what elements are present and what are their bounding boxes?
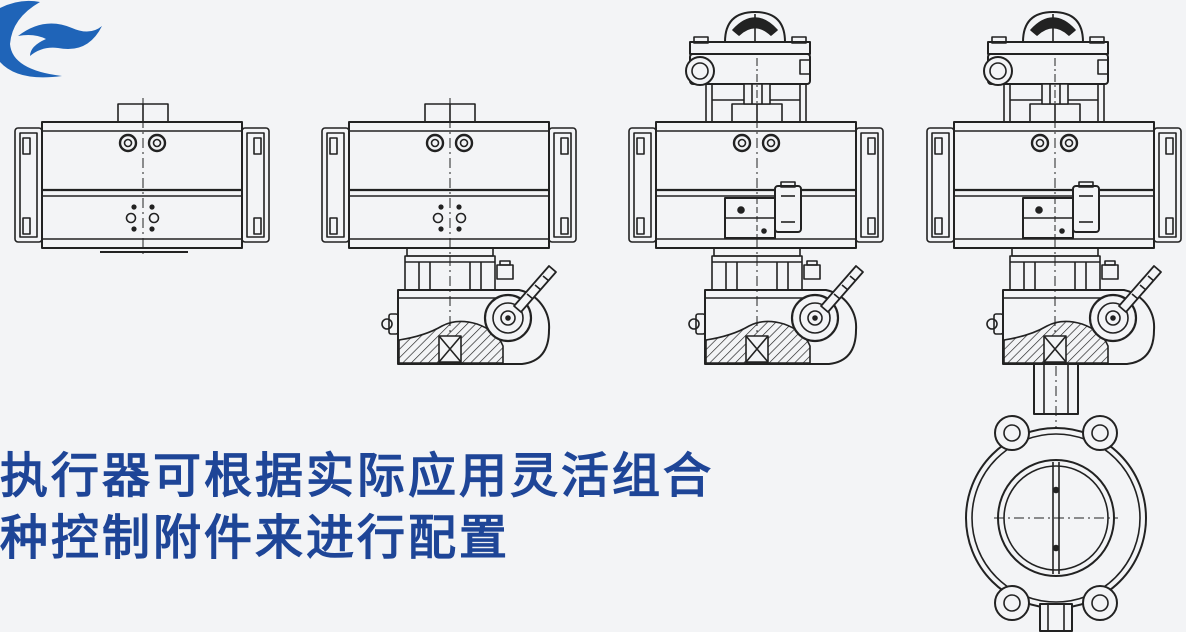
actuator-drawing-with-accessories [627,11,885,366]
actuator-drawing-with-butterfly-valve [925,11,1183,632]
caption-line-1: 执行器可根据实际应用灵活组合 [0,448,715,504]
actuator-drawing-basic [13,96,271,257]
company-logo [0,0,102,78]
actuator-drawing-with-gearbox [320,96,578,366]
butterfly-valve [965,363,1147,632]
caption-line-2: 种控制附件来进行配置 [0,510,511,566]
